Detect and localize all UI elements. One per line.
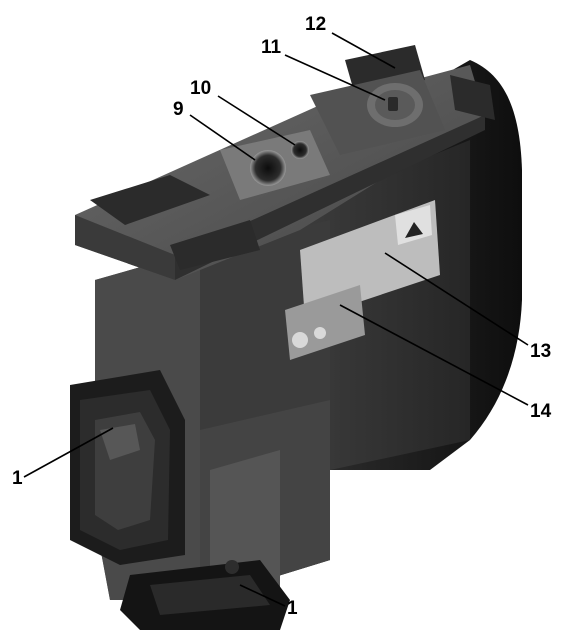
callout-1-front: 1 — [12, 427, 114, 489]
laser-warning-label — [285, 200, 440, 360]
callout-11: 11 — [261, 37, 386, 101]
battery-compartment-latch — [310, 70, 445, 155]
callout-10: 10 — [190, 78, 296, 146]
laser-output-window-front — [70, 370, 185, 565]
callout-12: 12 — [305, 14, 396, 69]
svg-text:11: 11 — [261, 37, 282, 58]
svg-text:12: 12 — [305, 14, 326, 35]
callout-9: 9 — [173, 99, 256, 161]
svg-text:1: 1 — [12, 468, 23, 489]
callout-14: 14 — [339, 304, 552, 422]
svg-text:10: 10 — [190, 78, 211, 99]
callout-13: 13 — [384, 252, 551, 362]
svg-text:13: 13 — [530, 341, 551, 362]
svg-text:1: 1 — [287, 598, 298, 619]
svg-text:14: 14 — [530, 401, 552, 422]
tripod-mount-plate — [220, 130, 330, 200]
callout-1-bottom: 1 — [239, 584, 298, 619]
laser-output-window-bottom — [120, 560, 290, 630]
svg-text:9: 9 — [173, 99, 184, 120]
